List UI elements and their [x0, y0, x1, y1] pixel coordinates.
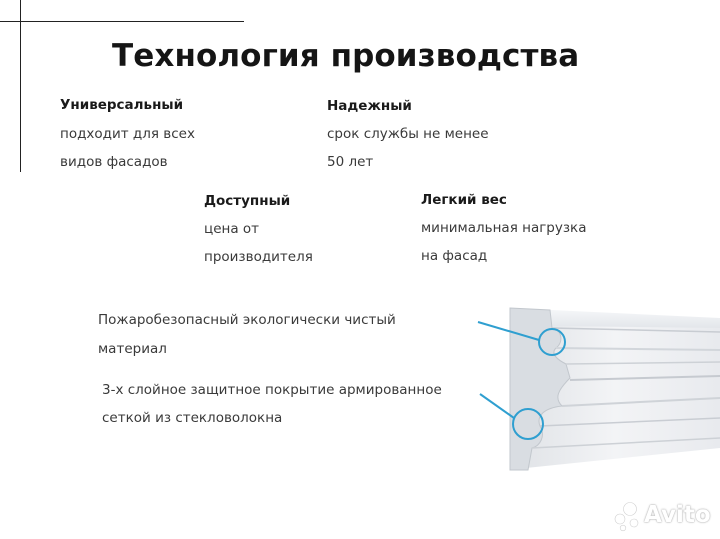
- feature-heading-universal: Универсальный: [60, 97, 184, 113]
- moulding-line: [555, 347, 720, 351]
- callout-line-bottom: [479, 393, 515, 419]
- watermark-text: Avito: [644, 502, 711, 528]
- feature-heading-affordable: Доступный: [204, 193, 291, 209]
- callout-circle-bottom: [512, 408, 544, 440]
- moulding-line: [551, 327, 720, 333]
- avito-logo-icon: [614, 502, 639, 532]
- cornice-profile-image: [477, 307, 720, 471]
- avito-watermark: Avito: [612, 497, 717, 533]
- feature-text-line: производителя: [204, 249, 313, 265]
- moulding-line: [561, 397, 720, 407]
- note-fireproof-line: Пожаробезопасный экологически чистый: [98, 312, 396, 328]
- moulding-line: [539, 417, 720, 427]
- moulding-line: [569, 375, 720, 381]
- moulding-line: [565, 361, 720, 365]
- profile-top: [510, 308, 720, 328]
- feature-text-line: подходит для всех: [60, 126, 195, 142]
- moulding-line: [531, 437, 720, 449]
- decorative-horizontal-line: [0, 21, 244, 22]
- feature-text-line: видов фасадов: [60, 154, 168, 170]
- note-coating-line: сеткой из стекловолокна: [102, 410, 283, 426]
- callout-line-top: [477, 321, 540, 341]
- feature-text-line: на фасад: [421, 248, 488, 264]
- feature-text-line: минимальная нагрузка: [421, 220, 587, 236]
- feature-text-line: 50 лет: [327, 154, 374, 170]
- feature-heading-reliable: Надежный: [327, 98, 412, 114]
- profile-end-face: [509, 307, 571, 471]
- decorative-vertical-line: [20, 0, 21, 172]
- feature-text-line: срок службы не менее: [327, 126, 489, 142]
- feature-heading-lightweight: Легкий вес: [421, 192, 507, 208]
- note-fireproof-line: материал: [98, 341, 167, 357]
- page-title: Технология производства: [112, 38, 580, 74]
- note-coating-line: 3-х слойное защитное покрытие армированн…: [102, 382, 442, 398]
- feature-text-line: цена от: [204, 221, 260, 237]
- callout-circle-top: [538, 328, 566, 356]
